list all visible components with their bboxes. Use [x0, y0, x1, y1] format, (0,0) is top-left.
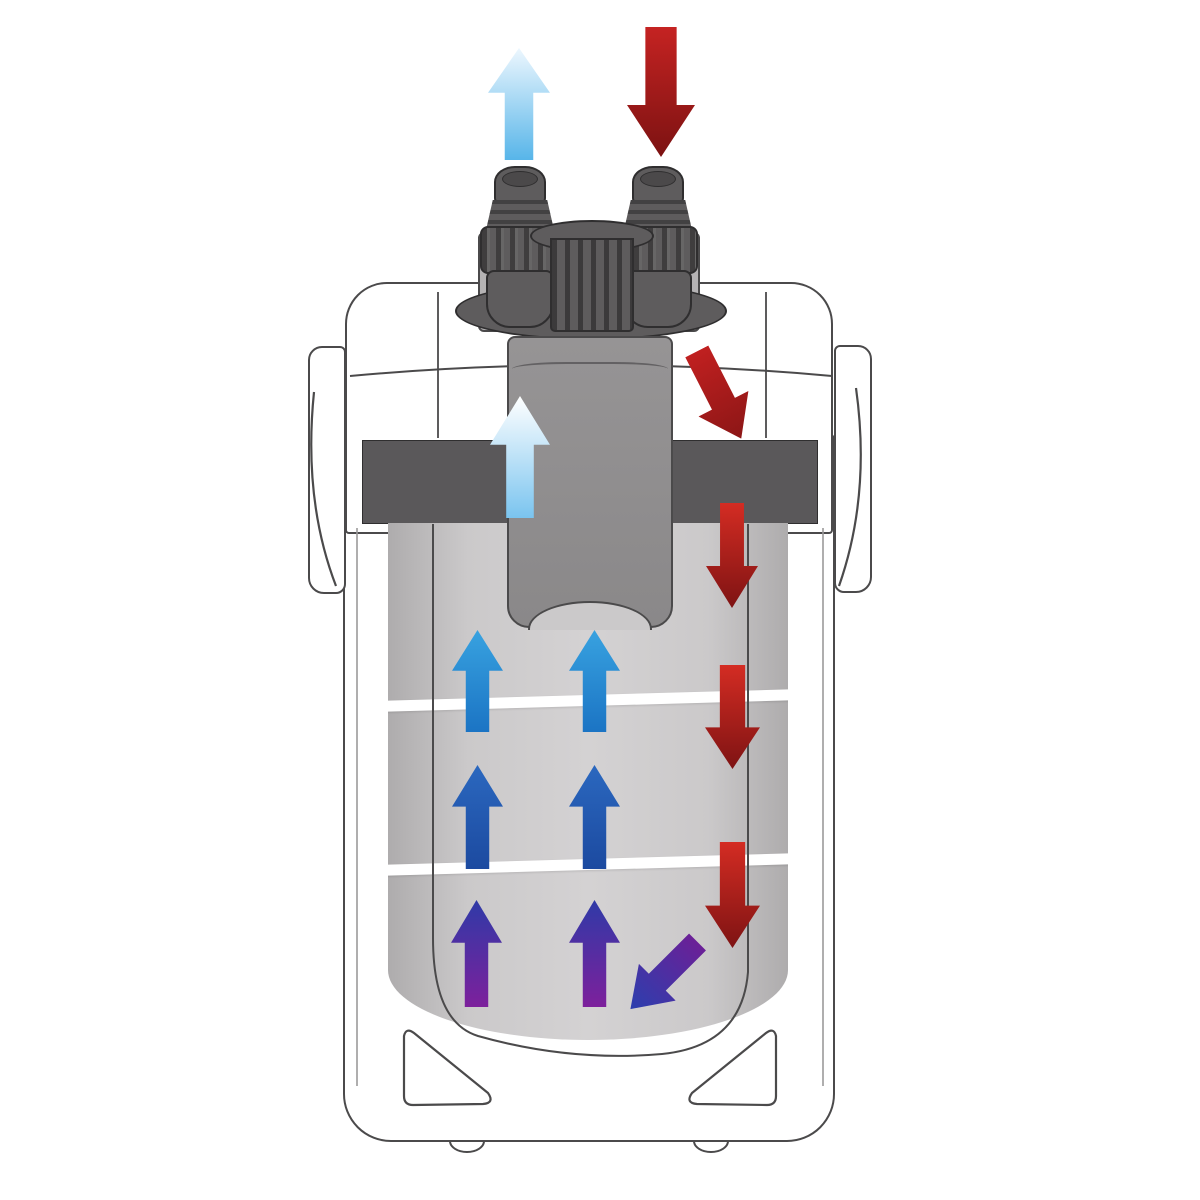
media-flow-left-2 [452, 765, 503, 869]
clean-water-out-arrow [488, 48, 550, 160]
intake-path-arrow-2 [706, 503, 758, 608]
media-flow-right-3 [569, 900, 620, 1007]
outflow-tube-arrow [490, 396, 550, 518]
outlet-hose-connector [480, 166, 560, 332]
bottom-turn-arrow [612, 924, 716, 1028]
connector-collar [624, 270, 692, 328]
media-flow-right-2 [569, 765, 620, 869]
tube-bottom-notch [520, 596, 660, 630]
outflow-tube [507, 336, 673, 628]
intake-path-arrow-4 [705, 842, 760, 948]
media-flow-left-3 [451, 900, 502, 1007]
connector-cap-face [640, 171, 676, 187]
intake-path-arrow-1 [672, 339, 766, 452]
intake-path-arrow-3 [705, 665, 760, 769]
connector-collar [486, 270, 554, 328]
valve-lever [530, 220, 654, 332]
connector-neck [624, 200, 692, 230]
valve-lever-ribs [550, 238, 634, 332]
dirty-water-in-arrow [627, 27, 695, 157]
media-flow-left-1 [452, 630, 503, 732]
media-flow-right-1 [569, 630, 620, 732]
connector-cap-face [502, 171, 538, 187]
tube-seam [512, 362, 668, 376]
